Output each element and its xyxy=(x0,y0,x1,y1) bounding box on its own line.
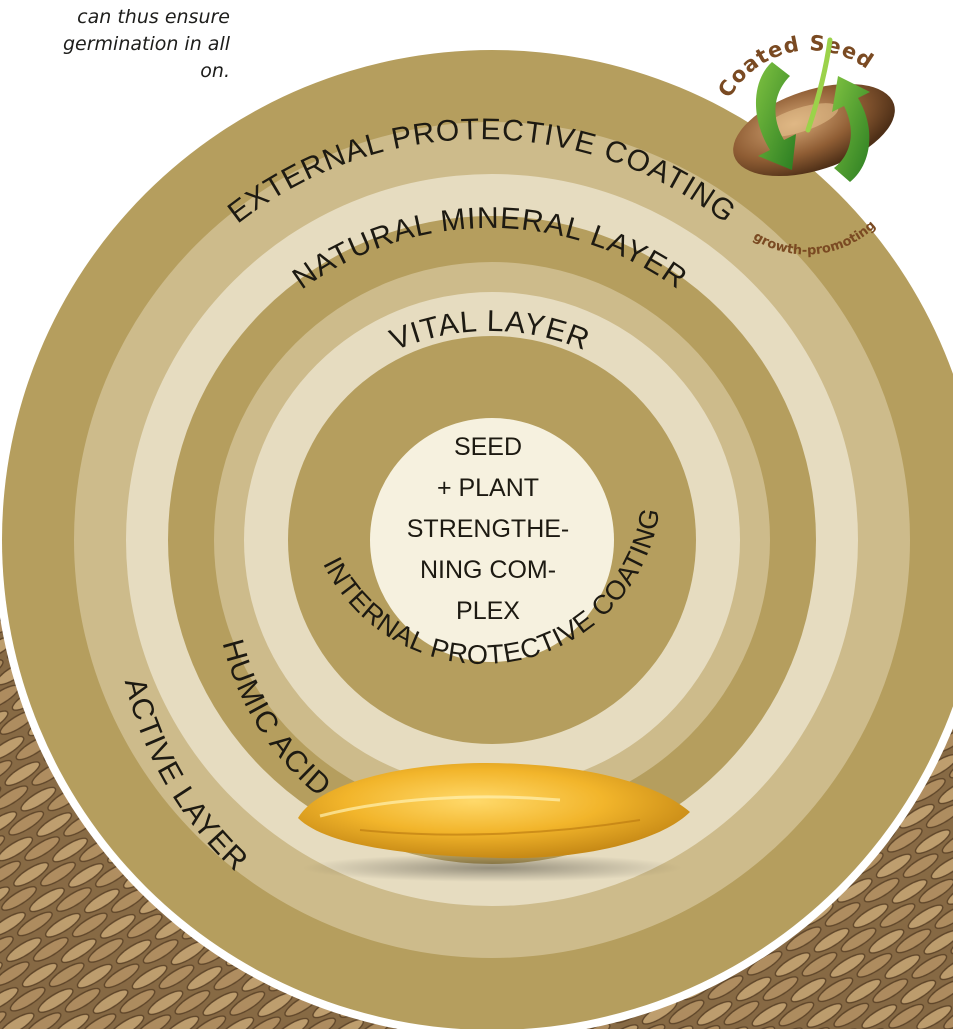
core-line-4: NING COM- xyxy=(420,556,556,584)
core-line-2: + PLANT xyxy=(437,474,539,502)
core-line-1: SEED xyxy=(454,433,522,461)
core-line-5: PLEX xyxy=(456,597,520,625)
core-line-3: STRENGTHE- xyxy=(407,515,570,543)
